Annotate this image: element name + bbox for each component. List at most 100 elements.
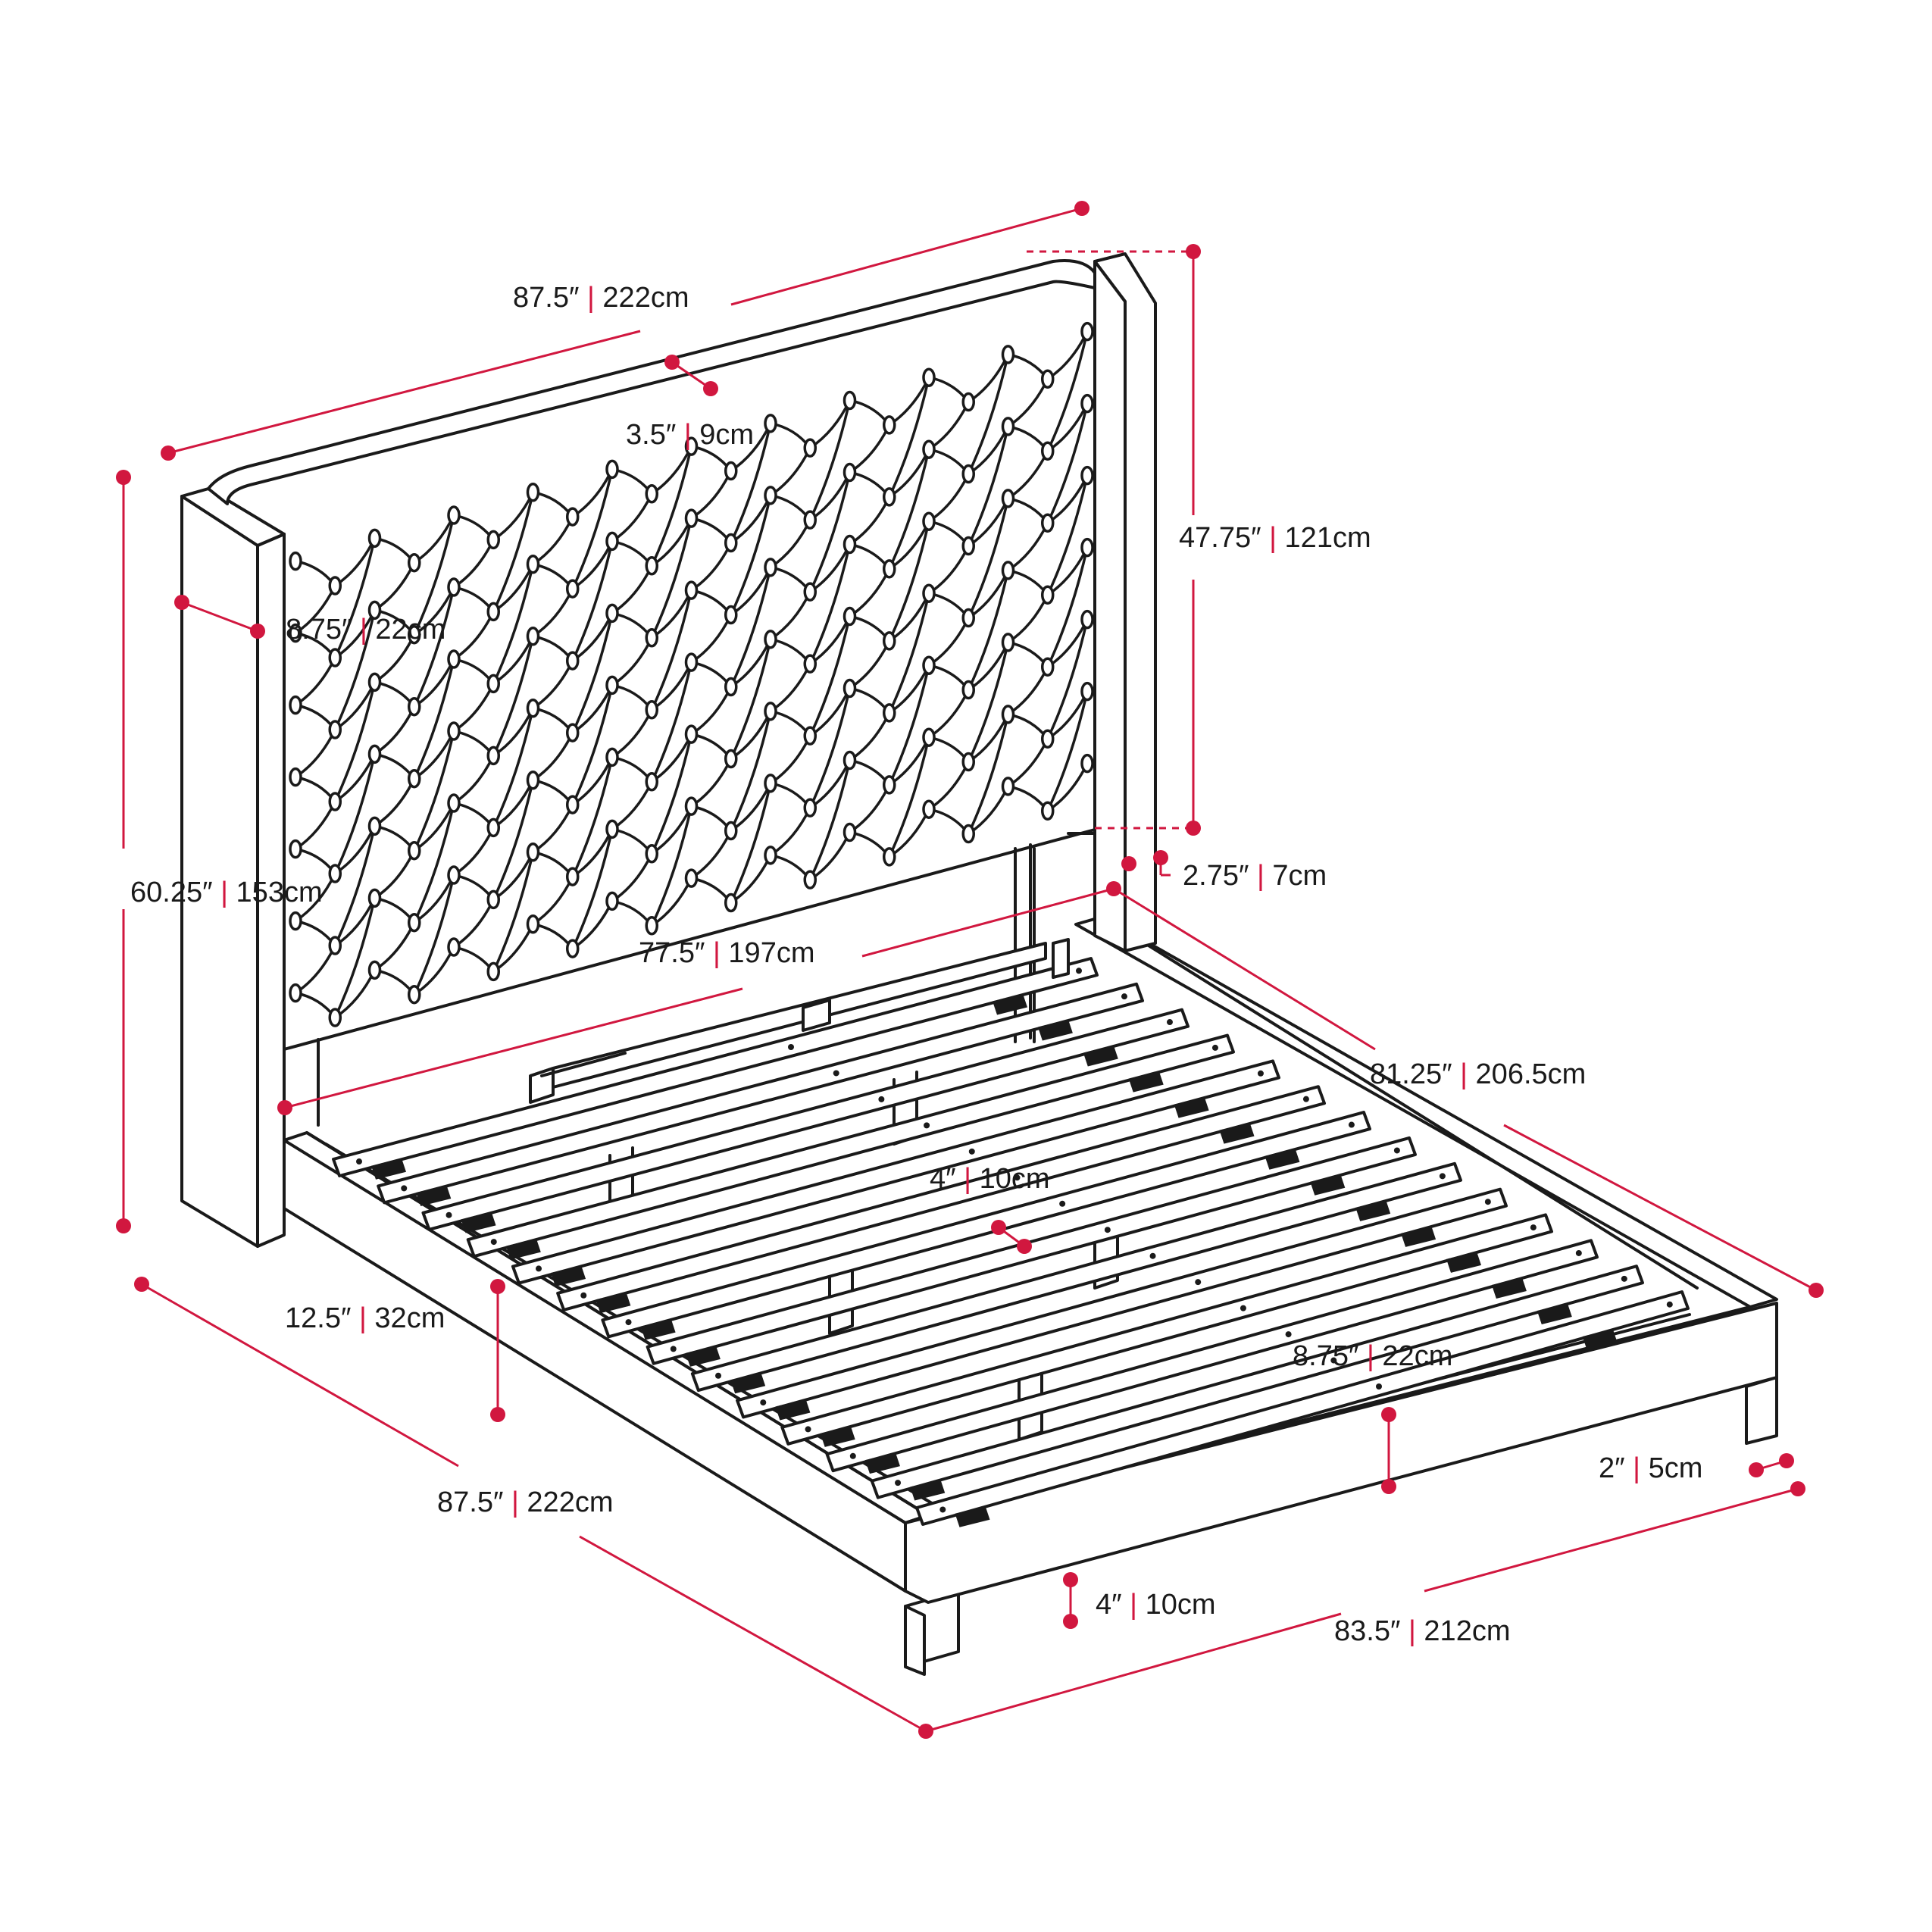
slat-strap	[864, 1452, 900, 1474]
tuft-seam	[413, 658, 455, 780]
tuft-seam	[967, 426, 1010, 547]
slat-strap	[730, 1372, 766, 1394]
tuft-seam	[770, 447, 811, 497]
tuft-seam	[888, 664, 930, 786]
tuft-button	[724, 461, 738, 481]
slat-screw	[1014, 1174, 1021, 1181]
tuft-seam	[1046, 403, 1089, 524]
tuft-seam	[333, 825, 377, 946]
slat-screw	[939, 1506, 946, 1513]
tuft-button	[1041, 729, 1055, 749]
tuft-button	[289, 551, 302, 571]
label-ground-clearance: 12.5″ | 32cm	[285, 1302, 445, 1334]
label-overall-length: 83.5″ | 212cm	[1334, 1615, 1510, 1647]
tuft-button	[526, 626, 540, 646]
slat-strap	[1083, 1045, 1118, 1067]
tuft-seam	[611, 781, 653, 830]
tuft-button	[289, 911, 302, 931]
slat-strap	[640, 1318, 676, 1340]
tuft-seam	[532, 516, 574, 566]
slat-screw	[356, 1158, 362, 1165]
tuft-button	[1001, 489, 1015, 508]
tuft-seam	[1046, 547, 1089, 667]
tuft-button	[289, 839, 302, 859]
tuft-seam	[413, 514, 455, 636]
tuft-seam	[453, 683, 495, 733]
tuft-button	[566, 579, 580, 599]
tuft-button	[526, 842, 540, 862]
tuft-button	[328, 792, 342, 811]
tuft-seam	[967, 570, 1010, 691]
tuft-button	[408, 552, 421, 573]
slat	[736, 1187, 1508, 1419]
tuft-button	[289, 695, 302, 715]
slat-strap	[1446, 1251, 1481, 1273]
tuft-seam	[453, 611, 495, 661]
tuft-button	[843, 606, 857, 627]
tuft-seam	[928, 689, 970, 739]
slat-strap	[416, 1185, 452, 1207]
tuft-button	[922, 439, 936, 459]
tuft-button	[764, 846, 777, 865]
tuft-seam	[849, 568, 891, 617]
tuft-seam	[888, 808, 930, 858]
tuft-seam	[770, 519, 811, 569]
tuft-seam	[730, 423, 772, 544]
tuft-button	[764, 774, 777, 793]
slat-strap	[820, 1425, 855, 1447]
tuft-seam	[333, 609, 377, 730]
tuft-button	[961, 824, 975, 844]
slat-screw	[1285, 1331, 1292, 1338]
tuft-seam	[492, 708, 535, 829]
tuft-button	[724, 821, 738, 841]
tuft-seam	[808, 544, 852, 664]
slat-screw	[1240, 1305, 1246, 1311]
tuft-seam	[849, 712, 891, 761]
slat	[332, 957, 1099, 1177]
tuft-button	[566, 939, 580, 958]
slat-screw	[490, 1239, 497, 1246]
tuft-seam	[928, 545, 970, 595]
tuft-seam	[333, 681, 377, 802]
tuft-button	[883, 775, 896, 795]
tuft-button	[1001, 561, 1015, 580]
tuft-button	[447, 793, 461, 813]
tuft-button	[724, 893, 738, 913]
slat-strap	[1582, 1329, 1618, 1351]
slat-screw	[1348, 1121, 1355, 1128]
tuft-button	[961, 392, 975, 412]
tuft-button	[1041, 585, 1055, 605]
tuft-button	[408, 768, 421, 789]
tuft-button	[724, 533, 738, 553]
tuft-seam	[413, 874, 455, 996]
label-total-height: 60.25″ | 153cm	[130, 877, 323, 908]
tuft-seam	[650, 661, 693, 783]
dimension-labels: 87.5″ | 222cm 3.5″ | 9cm 47.75″ | 121cm …	[130, 282, 1702, 1647]
tuft-seam	[849, 640, 891, 689]
tuft-button	[1080, 465, 1094, 486]
tuft-seam	[888, 521, 930, 642]
tuft-seam	[374, 777, 416, 827]
slat-screw	[895, 1480, 902, 1487]
tuft-seam	[849, 784, 891, 833]
tuft-button	[684, 724, 699, 744]
tuft-button	[883, 559, 896, 579]
tuft-button	[1080, 393, 1094, 414]
tuft-button	[803, 798, 817, 818]
tuft-seam	[849, 496, 891, 546]
tuft-button	[724, 749, 738, 769]
tuft-button	[526, 482, 540, 502]
slat-strap	[993, 993, 1027, 1015]
slat-screw	[625, 1319, 632, 1326]
tuft-button	[764, 486, 777, 505]
tuft-button	[922, 799, 936, 819]
slat-screw	[715, 1372, 722, 1379]
bed-leg-front-left	[904, 1590, 960, 1676]
tuft-button	[1080, 537, 1094, 558]
tuft-button	[605, 891, 619, 911]
tuft-button	[447, 649, 461, 669]
tuft-button	[447, 937, 461, 957]
tuft-button	[1041, 513, 1055, 533]
slat	[377, 982, 1144, 1205]
tuft-seam	[967, 498, 1010, 619]
